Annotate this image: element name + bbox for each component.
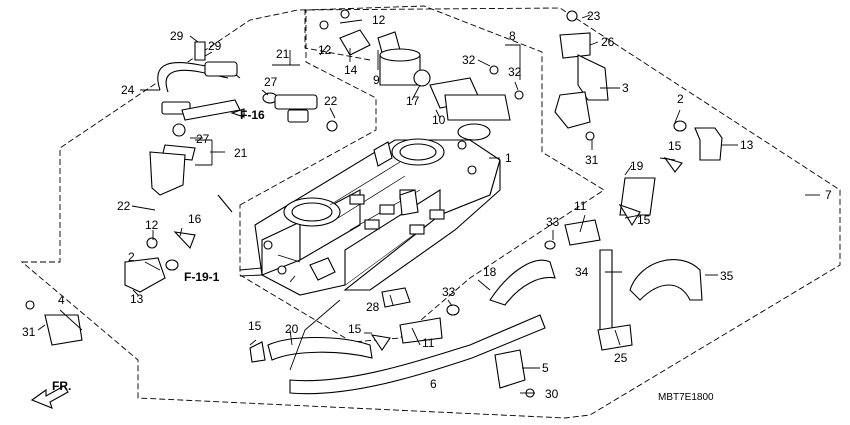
- ref-f16: F-16: [240, 108, 265, 122]
- callout-1: 1: [505, 151, 512, 165]
- callout-27: 27: [196, 132, 210, 146]
- callout-15: 15: [348, 322, 362, 336]
- callout-13: 13: [740, 138, 754, 152]
- leader-lines: [37, 14, 820, 394]
- callout-17: 17: [406, 94, 420, 108]
- throttle-body: [254, 138, 501, 296]
- callout-3: 3: [622, 81, 629, 95]
- callout-29: 29: [208, 39, 222, 53]
- callout-2: 2: [677, 92, 684, 106]
- callout-13: 13: [130, 292, 144, 306]
- callout-10: 10: [432, 113, 446, 127]
- callout-31: 31: [585, 153, 599, 167]
- callout-26: 26: [601, 35, 615, 49]
- callout-20: 20: [285, 322, 299, 336]
- callout-12: 12: [372, 13, 386, 27]
- callout-35: 35: [720, 269, 734, 283]
- callout-29: 29: [170, 29, 184, 43]
- callout-4: 4: [58, 293, 65, 307]
- callout-18: 18: [483, 265, 497, 279]
- callout-15: 15: [248, 319, 262, 333]
- front-direction-arrow-icon: [30, 385, 69, 409]
- map-sensor-assembly: [554, 10, 609, 141]
- inner-boundary: [304, 8, 371, 61]
- front-direction-label: FR.: [52, 379, 71, 393]
- diagram-code: MBT7E1800: [658, 392, 714, 403]
- callout-32: 32: [462, 53, 476, 67]
- callout-30: 30: [545, 387, 559, 401]
- callout-21: 21: [276, 47, 290, 61]
- callout-27: 27: [264, 75, 278, 89]
- callout-25: 25: [614, 351, 628, 365]
- callout-6: 6: [430, 377, 437, 391]
- right-hoses: [267, 120, 723, 398]
- callout-5: 5: [542, 361, 549, 375]
- reference-callouts: F-16 F-19-1 FR. MBT7E1800: [52, 108, 714, 403]
- callout-11: 11: [422, 336, 435, 350]
- left-parts: [25, 194, 411, 363]
- callout-15: 15: [637, 213, 651, 227]
- callout-12: 12: [318, 43, 332, 57]
- throttle-sensor-assembly: [319, 9, 524, 141]
- callout-28: 28: [366, 300, 380, 314]
- callout-21: 21: [234, 146, 248, 160]
- callout-24: 24: [121, 83, 135, 97]
- callout-2: 2: [128, 250, 135, 264]
- callout-33: 33: [546, 215, 560, 229]
- callout-33: 33: [442, 285, 456, 299]
- callout-8: 8: [509, 29, 516, 43]
- callout-15: 15: [668, 139, 682, 153]
- ref-f19-1: F-19-1: [184, 270, 220, 284]
- fuel-injector-assembly: [149, 41, 338, 196]
- callout-19: 19: [630, 159, 644, 173]
- callout-12: 12: [145, 218, 159, 232]
- callout-31: 31: [22, 325, 36, 339]
- callout-32: 32: [508, 65, 522, 79]
- part-number-labels: 1 2 2 3 4 5 6 7 8 9 10 11 11 12 12 12 13…: [22, 9, 832, 401]
- throttle-body-subassembly-boundary: [239, 5, 605, 343]
- callout-9: 9: [373, 73, 380, 87]
- callout-34: 34: [575, 265, 589, 279]
- callout-11: 11: [574, 199, 587, 213]
- callout-22: 22: [324, 94, 338, 108]
- callout-16: 16: [188, 212, 202, 226]
- outer-assembly-boundary: [20, 7, 841, 419]
- callout-23: 23: [587, 9, 601, 23]
- callout-7: 7: [825, 188, 832, 202]
- callout-22: 22: [117, 199, 131, 213]
- callout-14: 14: [344, 63, 358, 77]
